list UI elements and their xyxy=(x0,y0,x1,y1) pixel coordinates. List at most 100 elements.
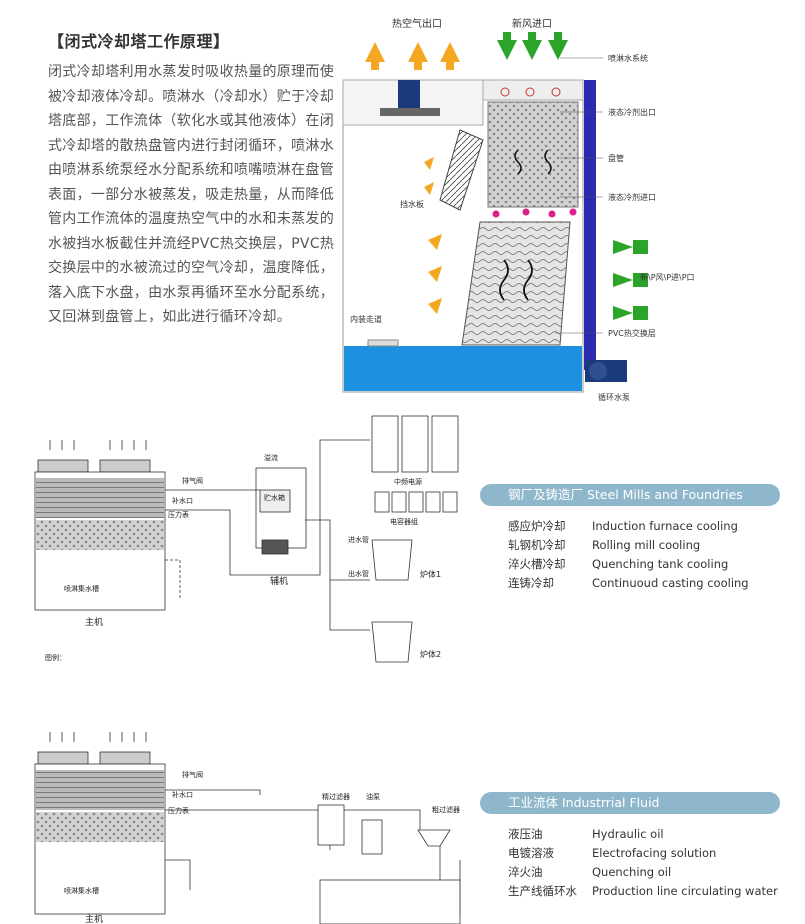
row-zh: 淬火油 xyxy=(508,864,543,879)
coil-bundle xyxy=(487,101,579,208)
coil-label: 盘管 xyxy=(608,153,624,163)
industrial-fluid-panel: 工业流体 Industrrial Fluid 液压油 Hydraulic oil … xyxy=(480,792,780,900)
spray-tank-2-label: 喷淋集水槽 xyxy=(64,886,99,895)
exhaust-valve-2-label: 排气阀 xyxy=(182,770,203,779)
water-drops xyxy=(492,208,577,218)
exhaust-valve-label: 排气阀 xyxy=(182,476,203,485)
table-row: 感应炉冷却 Induction furnace cooling xyxy=(508,516,749,535)
main-unit-2-label: 主机 xyxy=(85,913,103,924)
side-inlet-arrows xyxy=(613,240,648,320)
aux-pump xyxy=(261,539,289,555)
intro-section: 【闭式冷却塔工作原理】 闭式冷却塔利用水蒸发时吸收热量的原理而使被冷却液体冷却。… xyxy=(48,28,338,330)
overflow-box xyxy=(367,339,399,347)
pump-motor xyxy=(589,362,607,380)
schematic-labels: 喷淋集水槽 主机 辅机 排气阀 补水口 压力表 溢流 贮水箱 中频电源 电容器组… xyxy=(45,453,441,662)
table-row: 连铸冷却 Continuoud casting cooling xyxy=(508,573,749,592)
capacitor-bank xyxy=(374,491,458,513)
pvc-layer-label: PVC热交换层 xyxy=(608,328,656,338)
row-zh: 连铸冷却 xyxy=(508,575,554,590)
water-basin xyxy=(344,346,582,391)
row-en: Electrofacing solution xyxy=(592,845,717,860)
furnace-cooling-schematic xyxy=(34,415,459,663)
inlet-water-label: 进水管 xyxy=(348,535,369,544)
return-pipe xyxy=(584,80,596,370)
side-inlet-label: 新\P风\P进\P口 xyxy=(640,272,695,282)
steel-mills-panel: 钢厂及铸造厂 Steel Mills and Foundries 感应炉冷却 In… xyxy=(480,484,780,592)
row-zh: 感应炉冷却 xyxy=(508,518,566,533)
table-row: 液压油 Hydraulic oil xyxy=(508,824,778,843)
fresh-air-inlet-label: 新风进口 xyxy=(512,17,552,30)
aux-unit-label: 辅机 xyxy=(270,575,288,587)
power-cabinet-2 xyxy=(401,415,429,473)
industrial-fluid-header: 工业流体 Industrrial Fluid xyxy=(480,792,780,814)
furnace-1 xyxy=(371,539,413,581)
fill-port-label: 补水口 xyxy=(172,496,193,505)
row-zh: 液压油 xyxy=(508,826,543,841)
row-zh: 电镀溶液 xyxy=(508,845,554,860)
roof-fans xyxy=(37,440,151,473)
liquid-inlet-label: 液态冷剂进口 xyxy=(608,192,656,202)
row-en: Quenching oil xyxy=(592,864,672,879)
fan-blade xyxy=(380,108,440,116)
main-unit-2-coil xyxy=(36,812,164,842)
row-en: Quenching tank cooling xyxy=(592,556,729,571)
baffle-label: 挡水板 xyxy=(400,199,424,209)
internal-air-arrows xyxy=(424,157,442,314)
main-unit-2-louver xyxy=(36,770,164,810)
fresh-air-arrows xyxy=(497,32,568,60)
power-cabinet-3 xyxy=(431,415,459,473)
table-row: 淬火槽冷却 Quenching tank cooling xyxy=(508,554,749,573)
steel-mills-header: 钢厂及铸造厂 Steel Mills and Foundries xyxy=(480,484,780,506)
capacitor-label: 电容器组 xyxy=(390,517,418,526)
fluid-labels: 喷淋集水槽 主机 排气阀 补水口 压力表 精过滤器 油泵 粗过滤器 xyxy=(64,770,460,924)
intro-title: 【闭式冷却塔工作原理】 xyxy=(48,32,230,51)
power-cabinet-1 xyxy=(371,415,399,473)
hot-air-arrows xyxy=(365,42,460,70)
industrial-fluid-table: 液压油 Hydraulic oil 电镀溶液 Electrofacing solut… xyxy=(508,824,778,900)
fan-motor xyxy=(398,80,420,108)
row-zh: 淬火槽冷却 xyxy=(508,556,566,571)
overflow-label: 内装走道 xyxy=(350,314,382,324)
drain-pipe xyxy=(165,559,181,600)
fluid-reservoir xyxy=(319,879,461,924)
table-row: 淬火油 Quenching oil xyxy=(508,862,778,881)
furnace-1-label: 炉体1 xyxy=(420,569,441,579)
coarse-filter-label: 粗过滤器 xyxy=(432,805,460,814)
intro-body: 闭式冷却塔利用水蒸发时吸收热量的原理而使被冷却液体冷却。喷淋水（冷却水）贮于冷却… xyxy=(48,64,335,325)
liquid-outlet-label: 液态冷剂出口 xyxy=(608,107,656,117)
main-unit-louver xyxy=(36,478,164,518)
aux-inner-tank xyxy=(259,489,291,513)
row-en: Induction furnace cooling xyxy=(592,518,738,533)
spray-system-label: 喷淋水系统 xyxy=(608,53,648,63)
coil-heat-arrows xyxy=(514,149,552,175)
spray-tank-label: 喷淋集水槽 xyxy=(64,584,99,593)
relief-label: 溢流 xyxy=(264,453,278,462)
row-en: Hydraulic oil xyxy=(592,826,664,841)
row-en: Production line circulating water xyxy=(592,883,778,898)
row-zh: 生产线循环水 xyxy=(508,883,577,898)
pressure-gauge-label: 压力表 xyxy=(168,510,189,519)
tank-label: 贮水箱 xyxy=(264,493,285,502)
fine-filter-label: 精过滤器 xyxy=(322,792,350,801)
table-row: 电镀溶液 Electrofacing solution xyxy=(508,843,778,862)
pump-label: 循环水泵 xyxy=(598,392,630,402)
baffle-plate xyxy=(439,129,484,211)
table-row: 生产线循环水 Production line circulating water xyxy=(508,881,778,900)
outlet-water-label: 出水管 xyxy=(348,569,369,578)
roof-fans-2 xyxy=(37,732,151,765)
spray-nozzles xyxy=(500,87,561,97)
pressure-gauge-2-label: 压力表 xyxy=(168,806,189,815)
power-label: 中频电源 xyxy=(394,477,422,486)
pvc-heat-arrows xyxy=(499,259,533,301)
row-en: Continuoud casting cooling xyxy=(592,575,749,590)
fluid-cooling-schematic xyxy=(34,732,461,924)
cooling-tower-diagram: 热空气出口 新风进口 xyxy=(342,17,695,402)
main-pipes xyxy=(165,439,370,631)
row-zh: 轧钢机冷却 xyxy=(508,537,566,552)
main-unit-coil xyxy=(36,520,164,550)
oil-pump xyxy=(361,819,383,855)
legend-label: 图例： xyxy=(45,653,66,662)
